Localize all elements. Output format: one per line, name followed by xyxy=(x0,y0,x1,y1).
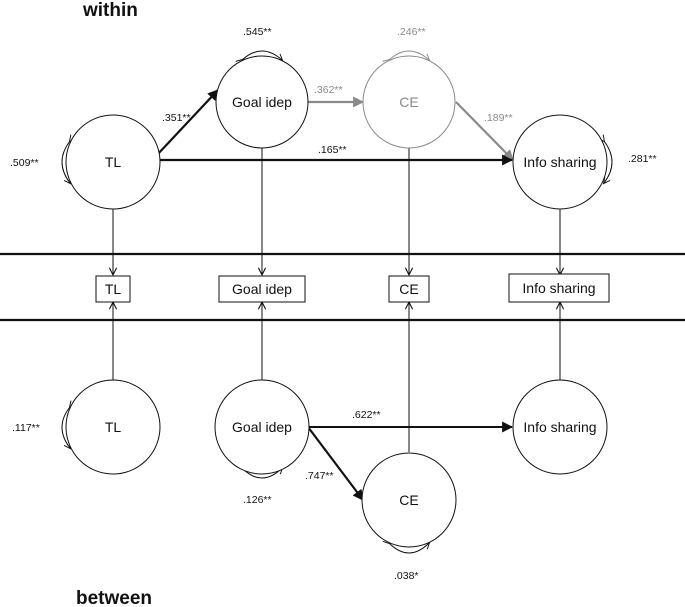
b-info-node: Info sharing xyxy=(512,379,608,475)
w-info-variance-arc xyxy=(604,141,613,183)
m-tl-label: TL xyxy=(105,281,122,297)
w-goal-node: Goal idep xyxy=(215,55,309,149)
w-ce-to-info-path xyxy=(455,101,514,161)
m-goal-label: Goal idep xyxy=(232,281,292,297)
b-tl-variance-arc xyxy=(61,407,70,448)
w-tl-node: TL xyxy=(65,114,161,210)
w-tl-variance-arc xyxy=(61,141,70,183)
between-level-label: between xyxy=(76,588,152,607)
coef-w-goal-var: .545** xyxy=(243,26,272,38)
coef-w-info-var: .281** xyxy=(628,153,657,165)
m-info-label: Info sharing xyxy=(522,280,595,296)
coef-b-ce-var: .038* xyxy=(394,570,419,582)
coef-b-goal-info: .622** xyxy=(352,409,381,421)
w-goal-label: Goal idep xyxy=(232,94,292,110)
w-tl-to-goal-path xyxy=(156,89,219,156)
w-ce-variance-arc xyxy=(389,50,429,60)
b-goal-node: Goal idep xyxy=(214,379,310,475)
coef-b-goal-var: .126** xyxy=(243,494,272,506)
coef-b-goal-ce: .747** xyxy=(305,470,334,482)
w-info-label: Info sharing xyxy=(523,154,596,170)
coef-w-tl-goal: .351** xyxy=(162,112,191,124)
b-ce-node: CE xyxy=(361,452,457,548)
m-ce-box: CE xyxy=(388,275,430,303)
coef-w-tl-var: .509** xyxy=(10,157,39,169)
w-goal-variance-arc xyxy=(242,50,282,60)
coef-w-goal-ce: .362** xyxy=(314,84,343,96)
b-goal-to-ce-path xyxy=(307,426,364,501)
coef-w-tl-info: .165** xyxy=(318,144,347,156)
within-level-label: within xyxy=(82,0,138,21)
w-tl-label: TL xyxy=(105,154,122,170)
w-ce-label: CE xyxy=(399,94,418,110)
m-tl-box: TL xyxy=(95,275,131,303)
coef-w-ce-info: .189** xyxy=(484,112,513,124)
m-info-box: Info sharing xyxy=(508,273,610,303)
b-tl-node: TL xyxy=(65,379,161,475)
coef-w-ce-var: .246** xyxy=(397,26,426,38)
b-ce-label: CE xyxy=(399,492,418,508)
b-ce-variance-arc xyxy=(389,543,429,554)
m-goal-box: Goal idep xyxy=(218,275,306,303)
w-info-node: Info sharing xyxy=(512,114,608,210)
w-ce-node: CE xyxy=(362,55,456,149)
m-ce-label: CE xyxy=(399,281,418,297)
b-tl-label: TL xyxy=(105,419,122,435)
b-info-label: Info sharing xyxy=(523,419,596,435)
b-goal-label: Goal idep xyxy=(232,419,292,435)
coef-b-tl-var: .117** xyxy=(12,422,40,434)
